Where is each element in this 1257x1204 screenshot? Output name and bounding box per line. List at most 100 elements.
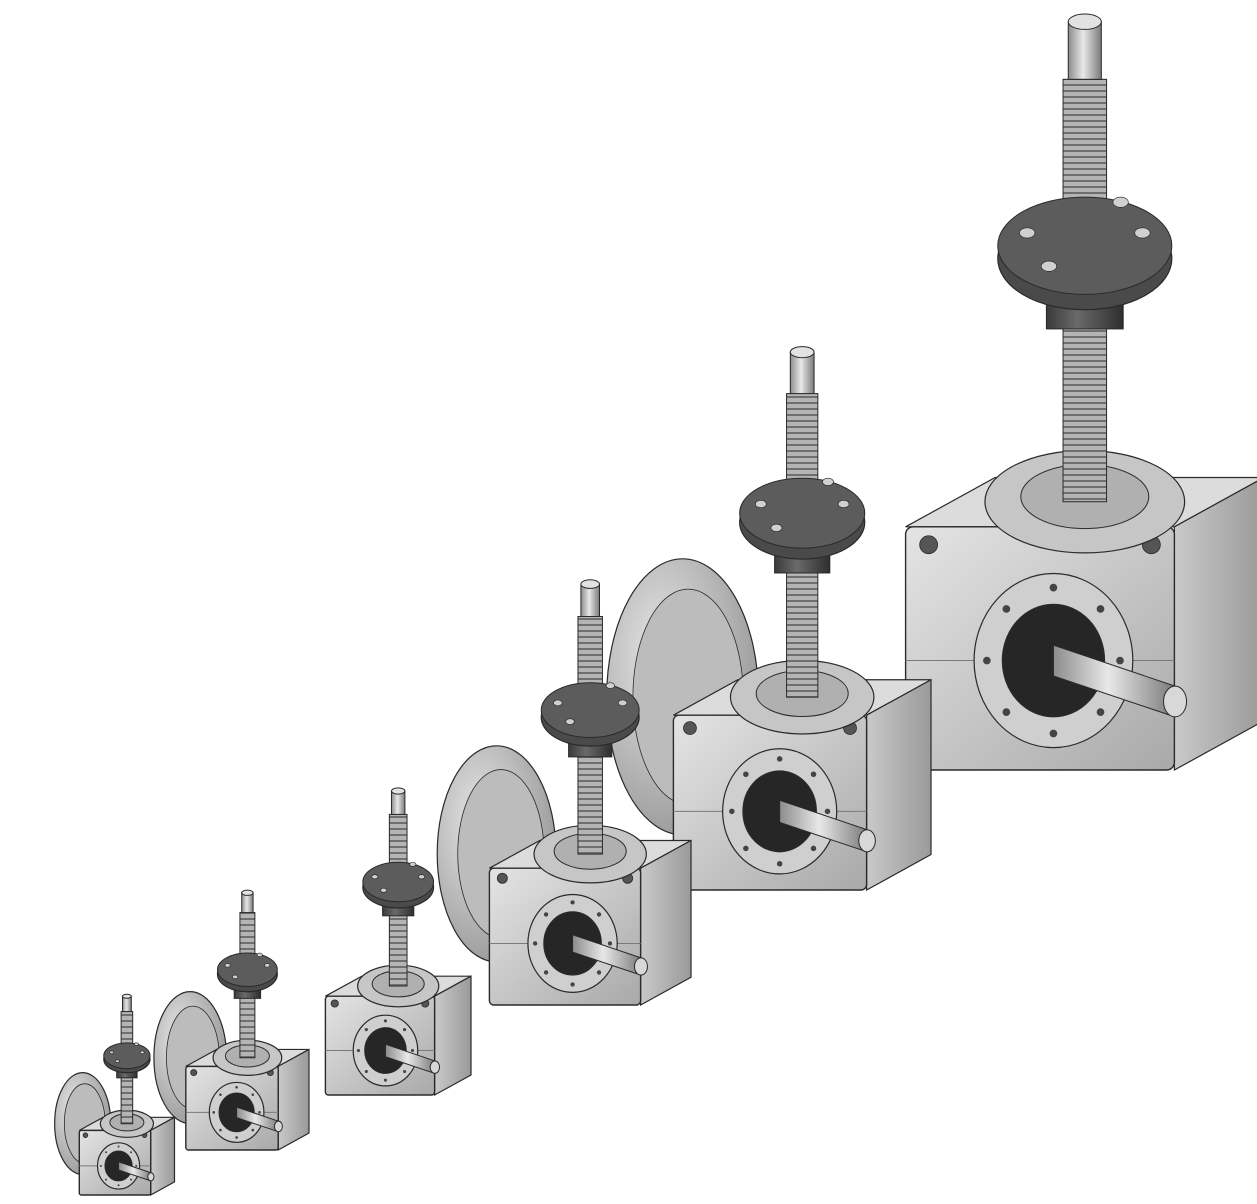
nut-bolt-hole bbox=[134, 1042, 139, 1046]
cover-bolt bbox=[570, 900, 575, 905]
input-shaft-end bbox=[273, 1120, 283, 1133]
input-shaft-end bbox=[633, 957, 648, 976]
screw-jack-size-1 bbox=[54, 993, 176, 1197]
cover-bolt bbox=[1096, 605, 1105, 613]
nut-bolt-hole bbox=[770, 523, 783, 532]
cover-bolt bbox=[105, 1178, 108, 1181]
housing-side-face bbox=[1173, 480, 1257, 772]
nut-flange-top bbox=[103, 1042, 151, 1070]
cover-bolt bbox=[105, 1151, 108, 1154]
screw-end-pin bbox=[580, 583, 601, 617]
cover-bolt bbox=[403, 1028, 407, 1032]
housing-side-face bbox=[865, 678, 932, 892]
cover-bolt bbox=[543, 970, 549, 975]
input-shaft-end bbox=[1163, 685, 1188, 718]
screw-jack-size-2 bbox=[153, 889, 310, 1152]
mounting-hole bbox=[190, 1069, 198, 1077]
housing-side-face bbox=[639, 839, 692, 1007]
screw-jack-size-6 bbox=[904, 13, 1257, 772]
cover-bolt bbox=[212, 1111, 216, 1114]
mounting-hole bbox=[496, 872, 508, 884]
cover-bolt bbox=[1002, 605, 1011, 613]
cover-bolt bbox=[532, 941, 538, 946]
cover-bolt bbox=[383, 1019, 388, 1023]
nut-flange-top bbox=[362, 861, 435, 903]
cover-bolt bbox=[258, 1111, 261, 1114]
cover-bolt bbox=[410, 1048, 415, 1053]
nut-bolt-hole bbox=[109, 1050, 114, 1054]
nut-bolt-hole bbox=[418, 874, 426, 880]
nut-bolt-hole bbox=[115, 1059, 120, 1063]
cover-bolt bbox=[570, 982, 575, 987]
cover-bolt bbox=[1116, 656, 1124, 665]
nut-bolt-hole bbox=[232, 974, 239, 979]
cover-bolt bbox=[983, 656, 991, 665]
screw-end-face bbox=[1067, 13, 1102, 30]
cover-bolt bbox=[1002, 708, 1011, 716]
nut-bolt-hole bbox=[1040, 260, 1057, 272]
nut-bolt-hole bbox=[224, 963, 231, 968]
cover-bolt bbox=[251, 1128, 255, 1132]
cover-bolt bbox=[364, 1028, 368, 1032]
cover-bolt bbox=[1096, 708, 1105, 716]
cover-bolt bbox=[219, 1128, 222, 1132]
nut-bolt-hole bbox=[256, 952, 263, 957]
screw-jack-size-5 bbox=[606, 346, 932, 892]
screw-jack-size-3 bbox=[324, 787, 472, 1097]
nut-bolt-hole bbox=[264, 963, 271, 968]
housing-side-face bbox=[150, 1116, 176, 1197]
nut-bolt-hole bbox=[822, 477, 834, 486]
housing-side-face bbox=[434, 975, 472, 1097]
screw-end-face bbox=[122, 993, 132, 999]
screw-end-face bbox=[580, 579, 601, 589]
screw-end-pin bbox=[1067, 21, 1102, 80]
nut-flange-top bbox=[997, 196, 1173, 295]
mounting-hole bbox=[330, 999, 339, 1008]
nut-bolt-hole bbox=[617, 699, 628, 707]
nut-bolt-hole bbox=[754, 499, 767, 508]
screw-end-face bbox=[241, 889, 254, 896]
input-shaft-end bbox=[147, 1172, 155, 1182]
cover-bolt bbox=[364, 1069, 368, 1074]
cover-bolt bbox=[810, 771, 817, 778]
nut-bolt-hole bbox=[1134, 227, 1151, 239]
nut-bolt-hole bbox=[837, 499, 850, 508]
cover-bolt bbox=[543, 912, 549, 917]
cover-bolt bbox=[596, 970, 602, 975]
cover-bolt bbox=[117, 1184, 120, 1187]
cover-bolt bbox=[743, 845, 749, 852]
nut-flange-top bbox=[540, 682, 640, 738]
nut-bolt-hole bbox=[565, 718, 575, 725]
housing-side-face bbox=[277, 1048, 310, 1152]
cover-bolt bbox=[130, 1151, 133, 1154]
cover-bolt bbox=[383, 1078, 388, 1082]
cover-bolt bbox=[99, 1164, 102, 1167]
screw-end-pin bbox=[789, 351, 815, 395]
input-shaft-end bbox=[429, 1060, 441, 1074]
nut-bolt-hole bbox=[605, 682, 615, 689]
cover-bolt bbox=[824, 808, 831, 815]
nut-flange-top bbox=[739, 477, 866, 549]
input-shaft-end bbox=[858, 829, 876, 853]
mounting-hole bbox=[919, 535, 938, 555]
cover-bolt bbox=[356, 1048, 360, 1053]
cover-bolt bbox=[729, 808, 735, 815]
screw-jack-size-4 bbox=[436, 579, 692, 1007]
nut-bolt-hole bbox=[139, 1050, 145, 1054]
nut-bolt-hole bbox=[553, 699, 563, 707]
nut-bolt-hole bbox=[371, 874, 379, 880]
cover-bolt bbox=[219, 1093, 222, 1096]
cover-bolt bbox=[776, 756, 783, 762]
cover-bolt bbox=[810, 845, 817, 852]
cover-bolt bbox=[235, 1085, 238, 1089]
cover-bolt bbox=[117, 1145, 120, 1148]
mounting-hole bbox=[683, 721, 697, 735]
nut-flange-top bbox=[216, 952, 278, 987]
nut-bolt-hole bbox=[409, 861, 417, 867]
nut-bolt-hole bbox=[380, 887, 388, 893]
cover-bolt bbox=[596, 912, 602, 917]
mounting-hole bbox=[82, 1132, 89, 1138]
cover-bolt bbox=[235, 1136, 238, 1139]
cover-bolt bbox=[1049, 729, 1058, 738]
